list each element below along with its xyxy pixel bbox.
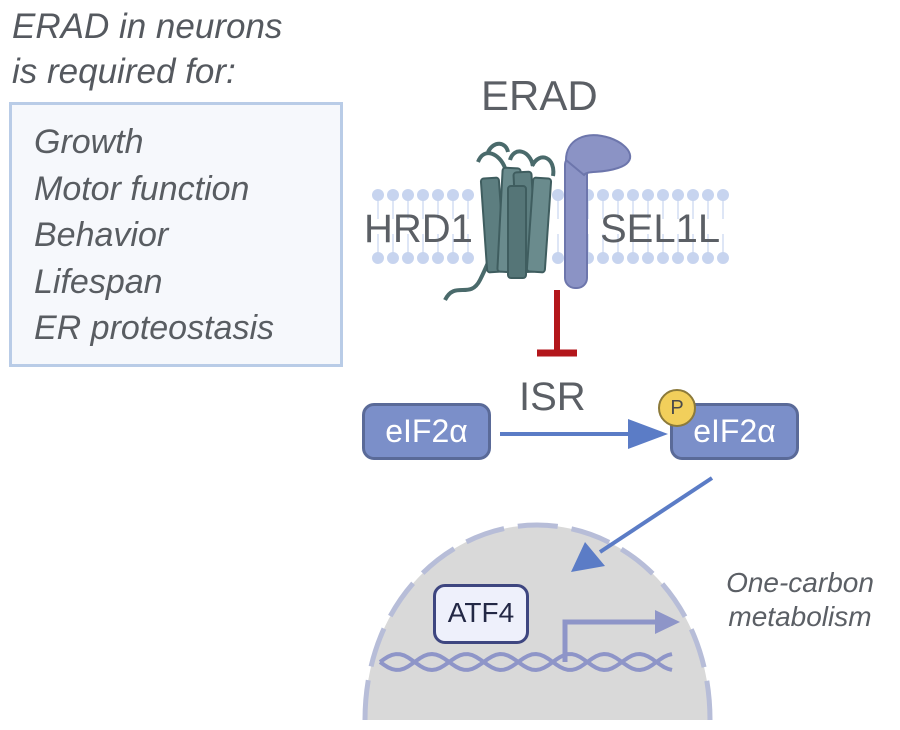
requirement-item: Lifespan [34,262,163,301]
inhibition-arrow [537,290,577,357]
requirement-item: Behavior [34,216,169,254]
sel1l-label: SEL1L [600,207,721,251]
dna-helix [378,651,673,673]
intro-heading: ERAD in neurons is required for: [12,4,282,94]
transcription-arrow [562,610,680,662]
outcome-line-1: One-carbon [726,567,874,598]
eif2a-phospho-box: eIF2α [670,403,799,460]
nucleus [362,522,713,721]
hrd1-protein [443,141,556,302]
intro-line-1: ERAD in neurons [12,7,283,46]
erad-title: ERAD [481,72,598,119]
atf4-box: ATF4 [433,584,529,644]
requirement-item: Growth [34,123,144,161]
isr-label: ISR [519,375,586,419]
requirement-item: Motor function [34,169,250,208]
nuclear-entry-arrow [571,476,714,572]
phosphate-badge: P [658,389,696,427]
requirements-list: Growth Motor function Behavior Lifespan … [12,105,340,352]
sel1l-protein [564,134,632,289]
hrd1-label: HRD1 [364,207,473,251]
phosphorylation-arrow [500,419,668,449]
requirements-box: Growth Motor function Behavior Lifespan … [9,102,343,367]
membrane-bilayer [372,189,729,264]
outcome-label: One-carbon metabolism [700,566,900,634]
requirement-item: ER proteostasis [34,309,274,347]
outcome-line-2: metabolism [728,601,872,632]
eif2a-box: eIF2α [362,403,491,460]
intro-line-2: is required for: [12,52,236,91]
